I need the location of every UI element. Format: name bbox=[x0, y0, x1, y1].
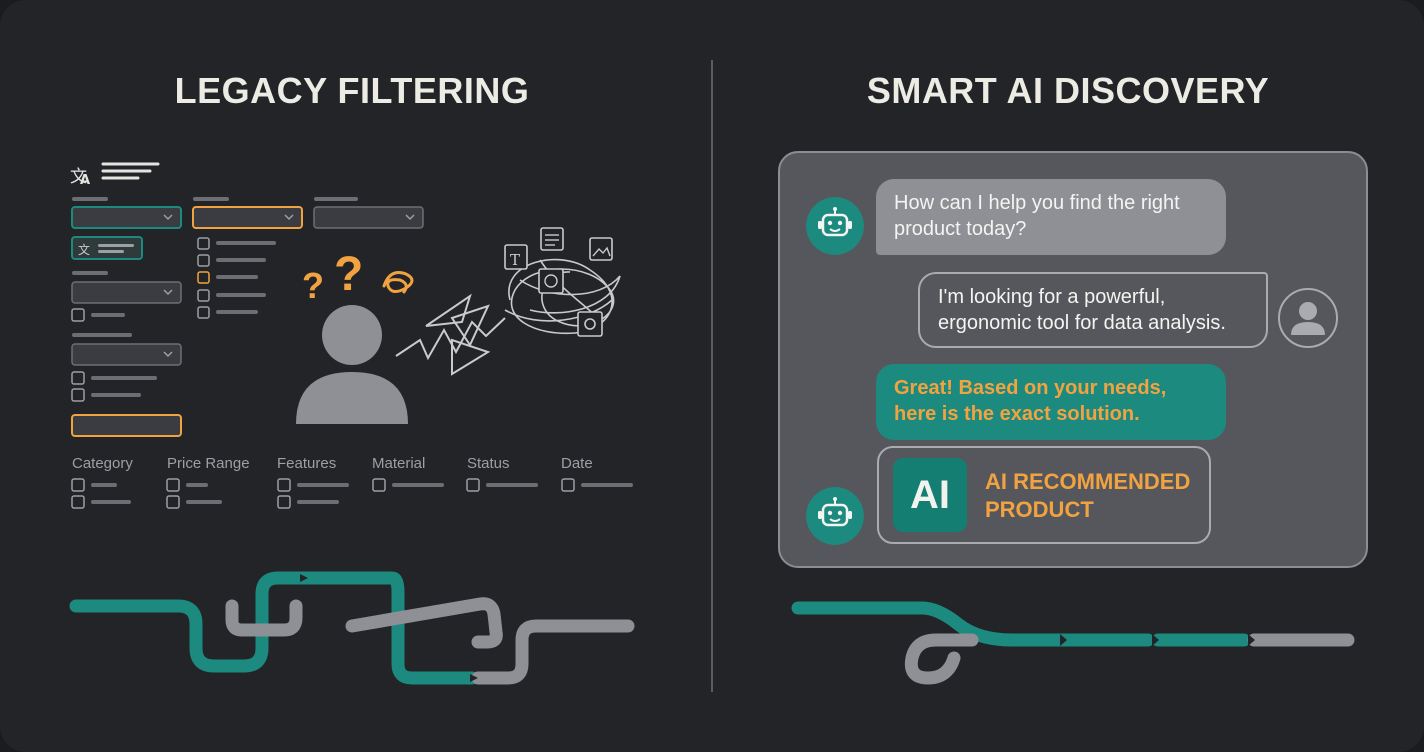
svg-text:?: ? bbox=[334, 248, 363, 301]
dropdown-5[interactable] bbox=[313, 206, 424, 229]
apply-filter-button[interactable] bbox=[71, 414, 182, 437]
checkbox[interactable] bbox=[71, 308, 85, 322]
translate-icon: 文 A bbox=[70, 167, 90, 188]
filter-checkboxes[interactable] bbox=[71, 478, 575, 509]
robot-icon bbox=[806, 197, 864, 255]
filter-label-status: Status bbox=[467, 455, 510, 472]
checkbox[interactable] bbox=[71, 388, 85, 402]
bot-message-solution: Great! Based on your needs, here is the … bbox=[876, 364, 1226, 440]
filter-label-material: Material bbox=[372, 455, 426, 472]
svg-text:?: ? bbox=[302, 265, 324, 306]
broken-path bbox=[395, 317, 506, 361]
scribble-icon bbox=[382, 271, 414, 294]
dropdown-3[interactable] bbox=[71, 343, 182, 366]
tangled-pipeline bbox=[69, 571, 635, 685]
confused-user-icon bbox=[296, 305, 408, 424]
user-message: I'm looking for a powerful, ergonomic to… bbox=[918, 272, 1268, 348]
recommended-product-label: AI RECOMMENDED PRODUCT bbox=[985, 469, 1191, 522]
checkbox[interactable] bbox=[71, 371, 85, 385]
svg-text:文: 文 bbox=[70, 167, 87, 187]
filter-label-date: Date bbox=[561, 455, 593, 472]
filter-label-category: Category bbox=[72, 455, 133, 472]
chart-icon bbox=[538, 268, 564, 294]
svg-text:文: 文 bbox=[78, 242, 90, 257]
filter-label-price-range: Price Range bbox=[167, 455, 250, 472]
dropdown-1[interactable] bbox=[71, 206, 182, 229]
filter-label-features: Features bbox=[277, 455, 337, 472]
legacy-filter-illustration: 文 A 文 bbox=[69, 162, 635, 685]
dropdown-2[interactable] bbox=[71, 281, 182, 304]
text-doc-icon bbox=[504, 244, 528, 270]
ai-badge: AI bbox=[893, 458, 967, 532]
question-marks-icon: ? ? bbox=[302, 248, 363, 306]
svg-text:T: T bbox=[510, 251, 520, 269]
direct-pipeline bbox=[791, 601, 1355, 685]
user-avatar-icon bbox=[1278, 288, 1338, 348]
center-divider bbox=[711, 60, 713, 692]
legacy-filtering-title: LEGACY FILTERING bbox=[174, 70, 530, 111]
document-icon bbox=[540, 227, 564, 251]
robot-icon bbox=[806, 487, 864, 545]
recommended-product-card[interactable]: AI AI RECOMMENDED PRODUCT bbox=[877, 446, 1211, 544]
settings-icon bbox=[577, 311, 603, 337]
smart-ai-discovery-title: SMART AI DISCOVERY bbox=[866, 70, 1270, 111]
bot-message-greeting: How can I help you find the right produc… bbox=[876, 179, 1226, 255]
image-icon bbox=[589, 237, 613, 261]
dropdown-4[interactable] bbox=[192, 206, 303, 229]
svg-text:A: A bbox=[80, 173, 90, 188]
language-filter-chip[interactable] bbox=[71, 236, 143, 260]
